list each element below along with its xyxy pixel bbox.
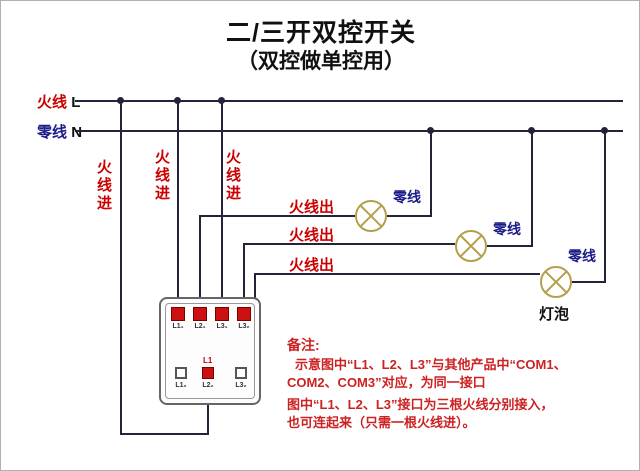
wire-neutral-2-vertical [531, 131, 533, 247]
wire-live-out-3-vertical [254, 274, 256, 299]
bulb-label: 灯泡 [539, 306, 570, 323]
switch-terminal-bottom-1 [175, 367, 187, 379]
wire-live-in-3 [221, 100, 223, 299]
wire-live-out-2-vertical [243, 244, 245, 299]
wire-live-in-1-bottom [120, 433, 209, 435]
lamp-icon-2 [455, 230, 487, 262]
lamp-icon-3 [540, 266, 572, 298]
wire-neutral-1-horizontal [387, 215, 432, 217]
terminal-label-bottom-2: L2₂ [202, 382, 214, 389]
terminal-label-bottom-1: L1₂ [175, 382, 187, 389]
neutral-bus-label-letter: N [71, 124, 83, 141]
terminal-label-top-1: L1₁ [172, 323, 184, 330]
live-in-label-1: 火线进 [95, 159, 112, 213]
terminal-label-top-3: L3₁ [216, 323, 228, 330]
switch-terminal-bottom-2 [202, 367, 214, 379]
lamp-icon-1 [355, 200, 387, 232]
live-out-label-1: 火线出 [289, 199, 335, 216]
junction-dot-live-3 [218, 97, 225, 104]
wire-live-out-1 [199, 215, 355, 217]
page-title: 二/三开双控开关 [226, 19, 416, 47]
page-subtitle: （双控做单控用） [237, 50, 405, 73]
wire-live-out-3 [254, 273, 540, 275]
wire-neutral-1-vertical [430, 131, 432, 217]
terminal-red-label: L1 [203, 356, 213, 365]
switch-terminal-top-3 [215, 307, 229, 321]
junction-dot-neutral-2 [528, 127, 535, 134]
neutral-bus-label: 零线 N [37, 121, 82, 142]
junction-dot-live-1 [117, 97, 124, 104]
live-out-label-2: 火线出 [289, 227, 335, 244]
wire-live-in-2 [177, 100, 179, 299]
live-out-label-3: 火线出 [289, 257, 335, 274]
wire-live-out-1-vertical [199, 216, 201, 299]
wire-live-out-2 [243, 243, 455, 245]
junction-dot-neutral-3 [601, 127, 608, 134]
neutral-bus-wire [75, 130, 623, 132]
wire-neutral-3-horizontal [572, 281, 606, 283]
terminal-label-top-2: L2₁ [194, 323, 206, 330]
notes-heading: 备注: [287, 337, 320, 353]
note-line-4: 也可连起来（只需一根火线进）。 [287, 415, 476, 430]
live-in-label-3: 火线进 [224, 149, 241, 203]
live-bus-wire [75, 100, 623, 102]
switch-terminal-top-2 [193, 307, 207, 321]
note-line-1: 示意图中“L1、L2、L3”与其他产品中“COM1、 [295, 357, 567, 372]
neutral-bus-label-cn: 零线 [37, 124, 68, 141]
live-bus-label-letter: L [71, 94, 81, 111]
neutral-label-3: 零线 [568, 248, 596, 264]
neutral-label-1: 零线 [393, 189, 421, 205]
switch-terminal-top-4 [237, 307, 251, 321]
wire-neutral-2-horizontal [487, 245, 533, 247]
live-bus-label: 火线 L [37, 91, 80, 112]
live-bus-label-cn: 火线 [37, 94, 68, 111]
terminal-label-top-4: L3₂ [238, 323, 250, 330]
note-line-2: COM2、COM3”对应，为同一接口 [287, 375, 486, 390]
junction-dot-neutral-1 [427, 127, 434, 134]
wire-live-in-1-riser [207, 403, 209, 435]
switch-body-inner [165, 303, 255, 399]
neutral-label-2: 零线 [493, 221, 521, 237]
wire-neutral-3-vertical [604, 131, 606, 283]
switch-terminal-bottom-3 [235, 367, 247, 379]
note-line-3: 图中“L1、L2、L3”接口为三根火线分别接入， [287, 397, 554, 412]
switch-terminal-top-1 [171, 307, 185, 321]
wire-live-in-1-vertical [120, 100, 122, 435]
junction-dot-live-2 [174, 97, 181, 104]
live-in-label-2: 火线进 [153, 149, 170, 203]
terminal-label-bottom-3: L3₂ [235, 382, 247, 389]
